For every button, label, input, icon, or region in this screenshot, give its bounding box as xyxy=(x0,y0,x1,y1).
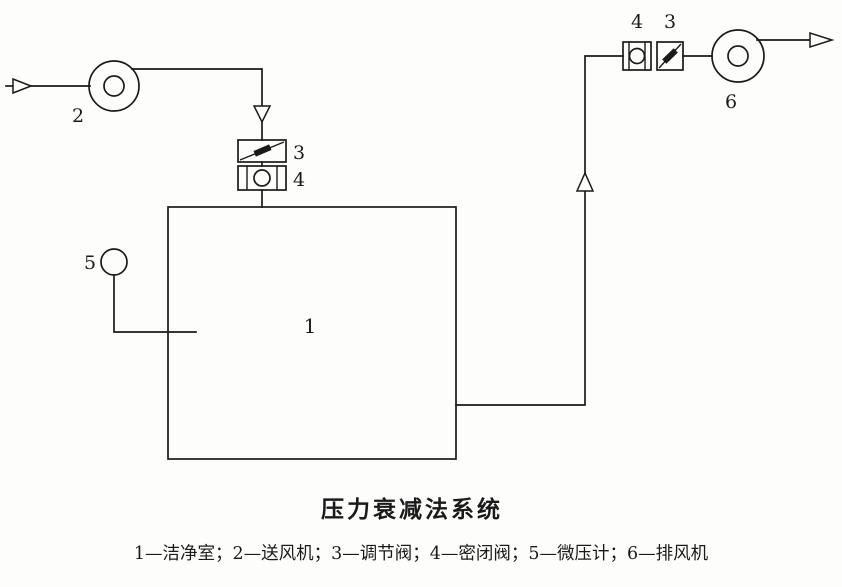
left-sealed-valve-symbol: 4 xyxy=(237,165,305,191)
regulating-valve-blade-icon xyxy=(662,48,678,64)
supply-duct-line xyxy=(131,68,263,107)
diagram-caption: 压力衰减法系统 xyxy=(321,496,503,523)
down-flow-arrow-icon xyxy=(252,105,272,124)
sealed-valve-disc-icon xyxy=(253,169,271,187)
micro-manometer-dial-icon xyxy=(100,248,128,276)
exhaust-fan-hub-icon xyxy=(727,45,749,67)
micro-manometer-label: 5 xyxy=(84,252,96,274)
exhaust-fan-label: 6 xyxy=(725,91,737,113)
exhaust-duct xyxy=(455,55,624,406)
clean-room-outline: 1 xyxy=(167,206,457,460)
supply-fan-hub-icon xyxy=(103,75,125,97)
diagram-legend: 1—洁净室；2—送风机；3—调节阀；4—密闭阀；5—微压计；6—排风机 xyxy=(134,544,709,564)
sealed-valve-body-icon xyxy=(622,41,652,71)
supply-fan-label: 2 xyxy=(72,105,84,127)
manometer-tap-line xyxy=(113,274,197,333)
clean-room-label: 1 xyxy=(304,314,317,338)
left-sealed-valve-label: 4 xyxy=(293,169,305,191)
supply-duct xyxy=(131,68,272,141)
sealed-valve-disc-icon xyxy=(628,47,646,65)
clean-room-box xyxy=(167,206,457,460)
right-sealed-valve-symbol: 4 xyxy=(622,11,652,71)
exhaust-fan-casing-icon xyxy=(711,29,765,83)
exhaust-duct-line xyxy=(455,55,624,406)
right-regulating-valve-symbol: 3 xyxy=(656,11,684,71)
right-sealed-valve-label: 4 xyxy=(631,11,643,33)
supply-fan-symbol: 2 xyxy=(72,60,140,127)
left-regulating-valve-label: 3 xyxy=(293,142,305,164)
inlet-flow-arrow-icon xyxy=(12,77,34,95)
left-regulating-valve-symbol: 3 xyxy=(237,139,305,164)
inlet-flow xyxy=(5,77,91,95)
right-regulating-valve-label: 3 xyxy=(664,11,676,33)
regulating-valve-blade-icon xyxy=(253,144,272,157)
exhaust-fan-symbol: 6 xyxy=(711,29,835,113)
outlet-flow-arrow-icon xyxy=(809,31,835,49)
supply-fan-casing-icon xyxy=(88,60,140,112)
up-flow-arrow-icon xyxy=(575,171,595,192)
micro-manometer-symbol: 5 xyxy=(84,248,197,333)
